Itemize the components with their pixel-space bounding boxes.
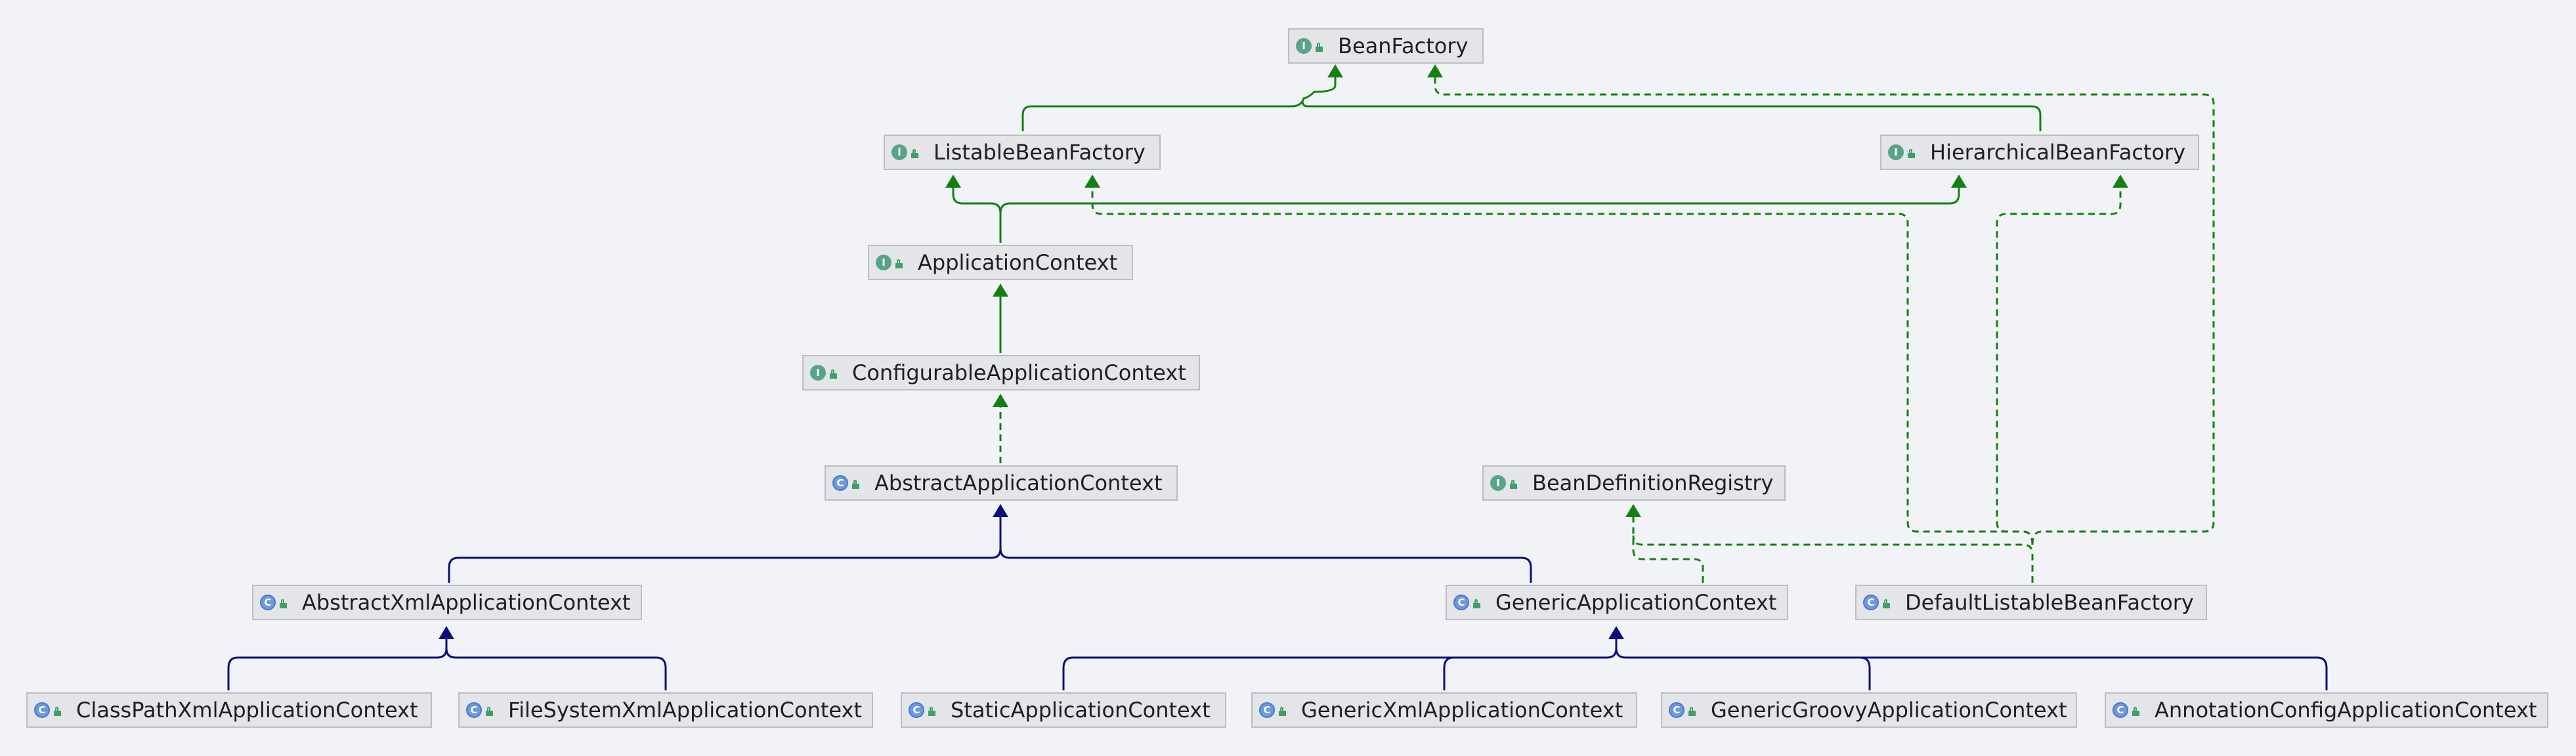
edge-listable-to-beanfactory [1021, 66, 1337, 131]
class-icon: C [1863, 595, 1879, 610]
arrowhead-hierarchical-extends [1951, 175, 1967, 188]
class-icon: C [2113, 702, 2128, 718]
package-visibility-icon [1510, 477, 1522, 489]
node-label: ApplicationContext [918, 250, 1118, 275]
arrowhead-hierarchical-implements [2113, 175, 2128, 188]
edge-annotation-to-generic [1625, 656, 2328, 690]
class-icon: C [1259, 702, 1275, 718]
arrowhead-beanfactory-implements [1427, 64, 1443, 77]
edge-filesystem-to-abstractxml [445, 648, 667, 690]
node-beanfactory[interactable]: I BeanFactory [1288, 28, 1484, 64]
node-defaultlistablebeanfactory[interactable]: C DefaultListableBeanFactory [1855, 585, 2207, 620]
node-annotationconfigapplicationcontext[interactable]: C AnnotationConfigApplicationContext [2105, 692, 2548, 728]
node-abstractapplicationcontext[interactable]: C AbstractApplicationContext [825, 465, 1178, 501]
node-label: GenericGroovyApplicationContext [1711, 698, 2067, 723]
package-visibility-icon [54, 704, 66, 716]
node-classpathxmlapplicationcontext[interactable]: C ClassPathXmlApplicationContext [26, 692, 432, 728]
node-label: DefaultListableBeanFactory [1905, 590, 2194, 615]
node-configurableapplicationcontext[interactable]: I ConfigurableApplicationContext [802, 355, 1200, 390]
node-genericapplicationcontext[interactable]: C GenericApplicationContext [1446, 585, 1788, 620]
package-visibility-icon [911, 146, 923, 158]
edge-static-to-generic [1062, 627, 1618, 690]
node-label: ListableBeanFactory [934, 140, 1146, 165]
arrowhead-beanfactory-extends [1327, 64, 1343, 77]
node-genericxmlapplicationcontext[interactable]: C GenericXmlApplicationContext [1251, 692, 1637, 728]
package-visibility-icon [1473, 597, 1485, 608]
arrowhead-abstractxml [439, 626, 454, 639]
node-listablebeanfactory[interactable]: I ListableBeanFactory [884, 135, 1161, 170]
package-visibility-icon [1908, 146, 1920, 158]
package-visibility-icon [852, 477, 864, 489]
node-beandefinitionregistry[interactable]: I BeanDefinitionRegistry [1482, 465, 1786, 501]
class-icon: C [1453, 595, 1469, 610]
node-applicationcontext[interactable]: I ApplicationContext [868, 245, 1133, 280]
package-visibility-icon [1279, 704, 1291, 716]
node-abstractxmlapplicationcontext[interactable]: C AbstractXmlApplicationContext [252, 585, 642, 620]
edge-groovy-to-generic [1615, 648, 1871, 690]
edge-default-to-hierarchical [1996, 176, 2122, 545]
arrowhead-registry [1625, 504, 1641, 517]
node-staticapplicationcontext[interactable]: C StaticApplicationContext [901, 692, 1226, 728]
package-visibility-icon [1688, 704, 1700, 716]
package-visibility-icon [1883, 597, 1895, 608]
arrowhead-abstract [993, 504, 1008, 517]
node-label: ConfigurableApplicationContext [852, 360, 1186, 385]
package-visibility-icon [895, 257, 907, 268]
interface-icon: I [810, 365, 826, 381]
node-label: ClassPathXmlApplicationContext [76, 698, 418, 723]
package-visibility-icon [1316, 40, 1327, 52]
node-genericgroovyapplicationcontext[interactable]: C GenericGroovyApplicationContext [1661, 692, 2077, 728]
node-label: FileSystemXmlApplicationContext [508, 698, 863, 723]
edge-genericxml-to-generic [1443, 656, 1607, 690]
interface-icon: I [1490, 475, 1506, 491]
class-icon: C [466, 702, 482, 718]
node-label: AbstractXmlApplicationContext [302, 590, 631, 615]
node-label: HierarchicalBeanFactory [1930, 140, 2186, 165]
package-visibility-icon [2132, 704, 2144, 716]
abstract-class-icon: C [260, 595, 276, 610]
node-filesystemxmlapplicationcontext[interactable]: C FileSystemXmlApplicationContext [458, 692, 873, 728]
node-label: GenericApplicationContext [1495, 590, 1777, 615]
node-hierarchicalbeanfactory[interactable]: I HierarchicalBeanFactory [1880, 135, 2199, 170]
class-icon: C [1669, 702, 1685, 718]
edge-abstractxml-to-abstract [448, 507, 1002, 583]
edge-hierarchical-to-beanfactory [1301, 100, 2042, 131]
interface-icon: I [891, 144, 907, 160]
arrowhead-configurable [993, 394, 1008, 407]
edge-appcontext-to-hierarchical [999, 176, 1960, 214]
interface-icon: I [1296, 38, 1312, 54]
class-icon: C [909, 702, 924, 718]
edge-generic-to-abstract [999, 548, 1532, 583]
arrowhead-listable-implements [1084, 175, 1100, 188]
node-label: StaticApplicationContext [951, 698, 1211, 723]
node-label: GenericXmlApplicationContext [1301, 698, 1623, 723]
package-visibility-icon [830, 367, 842, 379]
interface-icon: I [1888, 144, 1904, 160]
edge-appcontext-to-listable [952, 176, 1002, 243]
class-icon: C [34, 702, 50, 718]
interface-icon: I [876, 255, 891, 270]
edge-classpath-to-abstractxml [227, 627, 448, 690]
arrowhead-generic [1608, 626, 1624, 639]
node-label: AbstractApplicationContext [874, 471, 1163, 495]
package-visibility-icon [280, 597, 291, 608]
node-label: BeanFactory [1338, 33, 1469, 58]
abstract-class-icon: C [832, 475, 848, 491]
node-label: BeanDefinitionRegistry [1532, 471, 1774, 495]
package-visibility-icon [928, 704, 940, 716]
arrowhead-appcontext [993, 284, 1008, 297]
edge-generic-to-registry [1632, 505, 1704, 583]
edge-default-to-beanfactory [1434, 66, 2215, 545]
arrowhead-listable-extends [945, 175, 961, 188]
package-visibility-icon [486, 704, 498, 716]
node-label: AnnotationConfigApplicationContext [2155, 698, 2537, 723]
edge-default-to-registry [1632, 535, 2034, 583]
